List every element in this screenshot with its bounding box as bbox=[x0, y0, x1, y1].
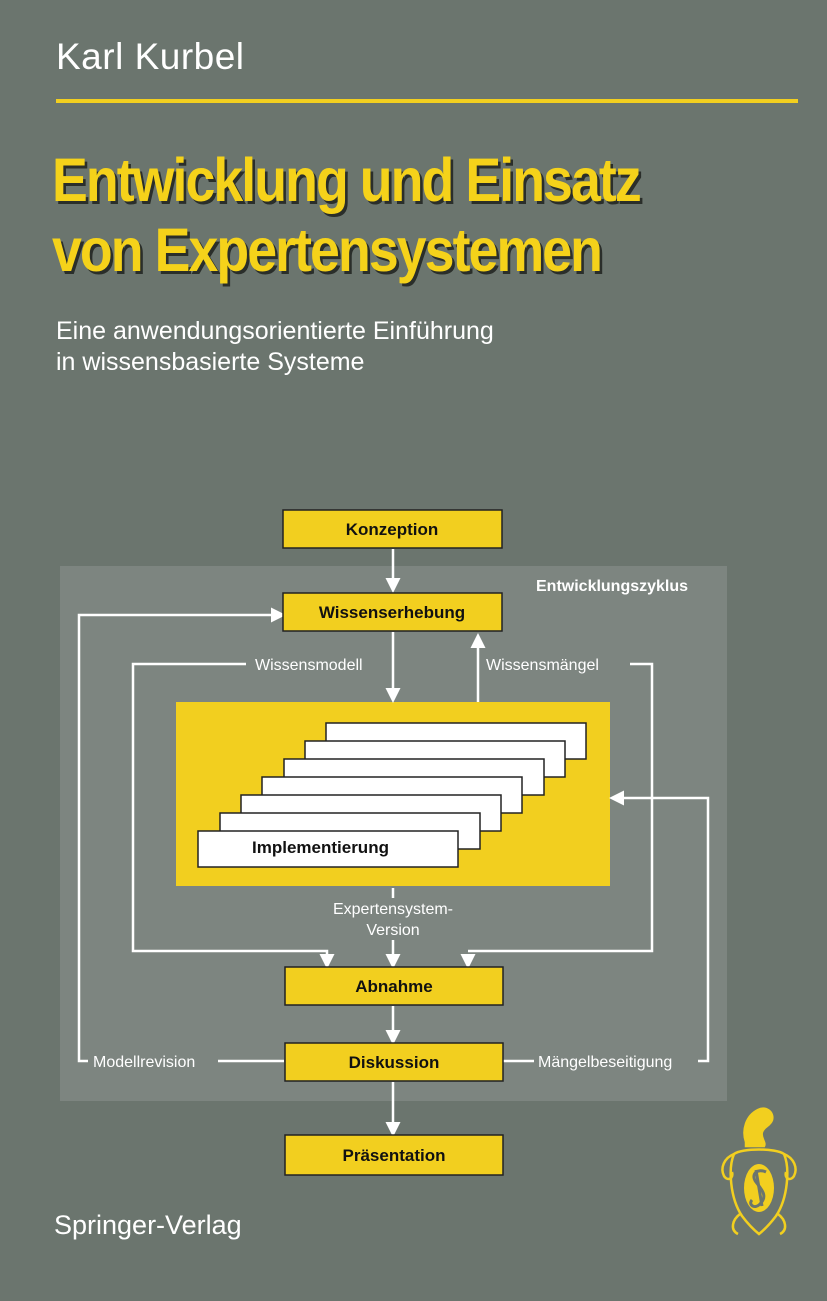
diskussion-box bbox=[284, 1042, 504, 1082]
abnahme-label: Abnahme bbox=[355, 977, 432, 996]
book-subtitle: Eine anwendungsorientierte Einführung in… bbox=[56, 316, 494, 378]
konzeption-label: Konzeption bbox=[346, 520, 439, 539]
springer-knight-logo-icon bbox=[721, 1107, 797, 1236]
implementation-stack bbox=[197, 722, 587, 868]
yellow-rule bbox=[56, 99, 798, 103]
praesentation-label: Präsentation bbox=[343, 1146, 446, 1165]
publisher-name: Springer-Verlag bbox=[54, 1210, 242, 1240]
wissenserhebung-box bbox=[282, 592, 503, 632]
diskussion-label: Diskussion bbox=[349, 1053, 440, 1072]
praesentation-box bbox=[284, 1134, 504, 1176]
title-line-2: von Expertensystemen bbox=[52, 216, 603, 284]
implementierung-label: Implementierung bbox=[252, 838, 389, 857]
subtitle-line-1: Eine anwendungsorientierte Einführung bbox=[56, 317, 494, 345]
modellrevision-label: Modellrevision bbox=[93, 1054, 195, 1071]
connector-lines bbox=[77, 549, 710, 1137]
konzeption-box bbox=[282, 509, 503, 549]
author-name: Karl Kurbel bbox=[56, 36, 245, 77]
title-line-1: Entwicklung und Einsatz bbox=[52, 146, 642, 214]
wissenserhebung-label: Wissenserhebung bbox=[319, 603, 465, 622]
wissensmaengel-label: Wissensmängel bbox=[486, 657, 599, 674]
maengelbeseitigung-label: Mängelbeseitigung bbox=[538, 1054, 672, 1071]
expertensystem-label-line1: Expertensystem- bbox=[333, 901, 453, 918]
abnahme-box bbox=[284, 966, 504, 1006]
book-title: Entwicklung und Einsatz von Expertensyst… bbox=[52, 145, 721, 285]
expertensystem-label-line2: Version bbox=[366, 922, 419, 939]
cycle-label: Entwicklungszyklus bbox=[536, 578, 688, 595]
wissensmodell-label: Wissensmodell bbox=[255, 657, 363, 674]
subtitle-line-2: in wissensbasierte Systeme bbox=[56, 348, 365, 376]
